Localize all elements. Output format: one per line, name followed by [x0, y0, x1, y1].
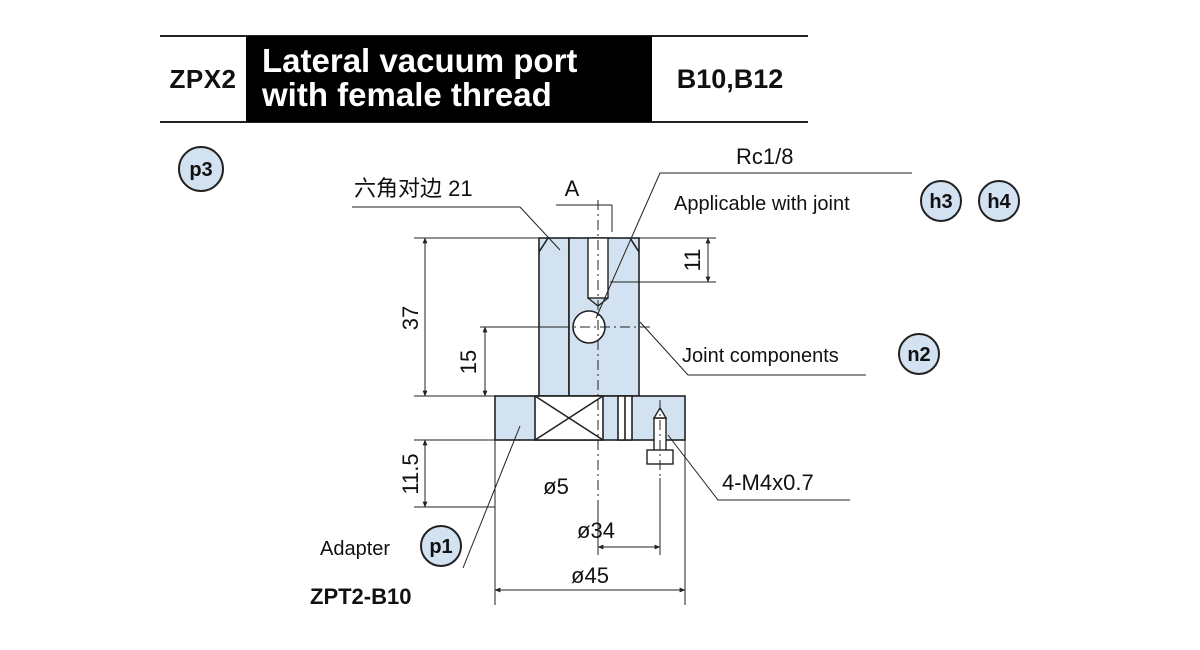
dimension-lines: [422, 237, 711, 593]
variant-codes: B10,B12: [676, 63, 784, 94]
applicable-joint-label: Applicable with joint: [674, 193, 850, 215]
leader-lines: [352, 172, 912, 569]
header-bottom-rule: [160, 121, 808, 123]
dim-bore-dia: ø5: [543, 474, 569, 499]
adapter-label: Adapter: [320, 538, 390, 560]
dim-total-height: 37: [398, 306, 423, 330]
port-thread-label: Rc1/8: [736, 144, 793, 169]
center-lines: [560, 200, 661, 505]
badge-p1-label: p1: [429, 536, 452, 558]
joint-components-label: Joint components: [682, 345, 839, 367]
badge-h3-label: h3: [929, 191, 952, 213]
product-title-line1: Lateral vacuum port: [262, 42, 578, 79]
dim-port-height: 15: [456, 350, 481, 374]
badge-h4: h4: [978, 180, 1020, 222]
section-a-label: A: [565, 176, 580, 201]
product-title: Lateral vacuum port with female thread: [246, 36, 652, 122]
dim-bolt-circle: ø34: [577, 518, 615, 543]
bolt: [646, 406, 674, 465]
model-label: ZPT2-B10: [310, 584, 411, 609]
badge-n2: n2: [898, 333, 940, 375]
badge-h3: h3: [920, 180, 962, 222]
badge-n2-label: n2: [907, 344, 930, 366]
badge-p3-label: p3: [189, 159, 212, 181]
dim-port-depth: 11: [680, 249, 705, 272]
bolt-spec-label: 4-M4x0.7: [722, 470, 814, 495]
dim-flange-height: 11.5: [398, 453, 423, 494]
badge-p1: p1: [420, 525, 462, 567]
hex-face-left: [538, 237, 570, 397]
hex-width-label: 六角对边 21: [354, 176, 473, 201]
product-title-line2: with female thread: [262, 76, 552, 113]
badge-h4-label: h4: [987, 191, 1011, 213]
badge-p3: p3: [178, 146, 224, 192]
series-code: ZPX2: [169, 63, 237, 94]
dimension-texts: 37 15 11.5 11 ø5 ø34 ø45: [398, 249, 705, 588]
dim-outer-dia: ø45: [571, 563, 609, 588]
